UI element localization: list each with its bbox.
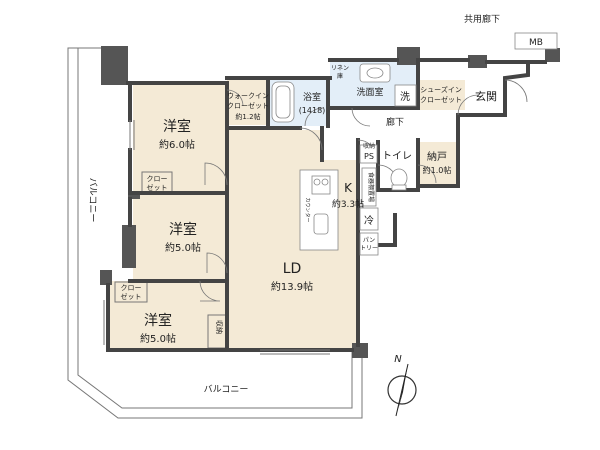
shuno-label: 収納: [215, 320, 224, 334]
windows: [103, 120, 330, 355]
mb-label: MB: [529, 38, 543, 48]
kitchen-size: 約3.3帖: [332, 198, 364, 210]
western-room-1-name: 洋室: [163, 118, 191, 135]
kitchen-name: K: [344, 181, 353, 195]
linen-label-b: 庫: [337, 72, 343, 80]
pantry-label-b: トリー: [360, 245, 378, 252]
western-room-2-name: 洋室: [169, 221, 197, 238]
fixtures: [271, 63, 417, 256]
closet-2-label-a: クロー: [121, 284, 142, 292]
western-room-1-size: 約6.0帖: [159, 138, 195, 151]
north-label: N: [394, 354, 402, 365]
wic-label-2: クローゼット: [227, 101, 269, 110]
shared-hallway-label: 共用廊下: [464, 13, 500, 25]
storage-floor: [418, 142, 456, 184]
western-room-3-name: 洋室: [144, 312, 172, 329]
western-room-3-size: 約5.0帖: [140, 332, 176, 345]
dishwasher-label: 食器棚置場: [367, 172, 375, 202]
closet-1-label-b: ゼット: [147, 183, 168, 192]
washroom-name: 洗面室: [356, 86, 383, 98]
balcony-left-label: バルコニー: [87, 178, 98, 223]
walls: [100, 46, 560, 358]
north-compass: N: [387, 354, 417, 417]
closet-2-label-b: ゼット: [121, 292, 142, 301]
wic-size: 約1.2帖: [235, 112, 260, 121]
wic-floor: [227, 80, 269, 125]
linen-label-a: リネン: [331, 65, 349, 72]
bath-size: (1418): [299, 106, 326, 115]
fridge-label: 冷: [364, 214, 374, 227]
hallway-floor: [358, 110, 418, 140]
counter-label: カウンター: [304, 197, 311, 222]
western-room-2-floor: [133, 193, 227, 281]
balcony-bottom-label: バルコニー: [204, 384, 249, 395]
storage-name: 納戸: [427, 150, 447, 163]
wash-label: 洗: [400, 91, 410, 103]
storage-size: 約1.0帖: [423, 165, 452, 175]
entrance-floor: [465, 80, 502, 115]
ld-size: 約13.9帖: [271, 280, 313, 293]
pantry-label-a: パン: [363, 237, 375, 244]
labels: 洋室 約6.0帖 洋室 約5.0帖 洋室 約5.0帖 LD 約13.9帖 K 約…: [87, 13, 543, 395]
closet-1-label-a: クロー: [147, 175, 168, 183]
sic-label-1: シューズイン: [420, 85, 462, 94]
entrance-name: 玄関: [475, 89, 497, 103]
balcony-outline: [67, 47, 363, 419]
toilet-name: トイレ: [382, 151, 412, 162]
hallway-label: 廊下: [386, 116, 404, 128]
western-room-2-size: 約5.0帖: [165, 241, 201, 254]
wall-lines: [106, 58, 547, 352]
wic-label-1: ウォークイン: [227, 92, 269, 100]
ld-name: LD: [283, 261, 302, 277]
shoe-closet-floor: [418, 80, 465, 110]
mb-box: [514, 32, 558, 50]
ps-label: PS: [364, 152, 374, 161]
bath-name: 浴室: [303, 91, 321, 103]
sic-label-2: クローゼット: [420, 95, 462, 104]
shuno-small-label: 収納: [363, 142, 375, 150]
